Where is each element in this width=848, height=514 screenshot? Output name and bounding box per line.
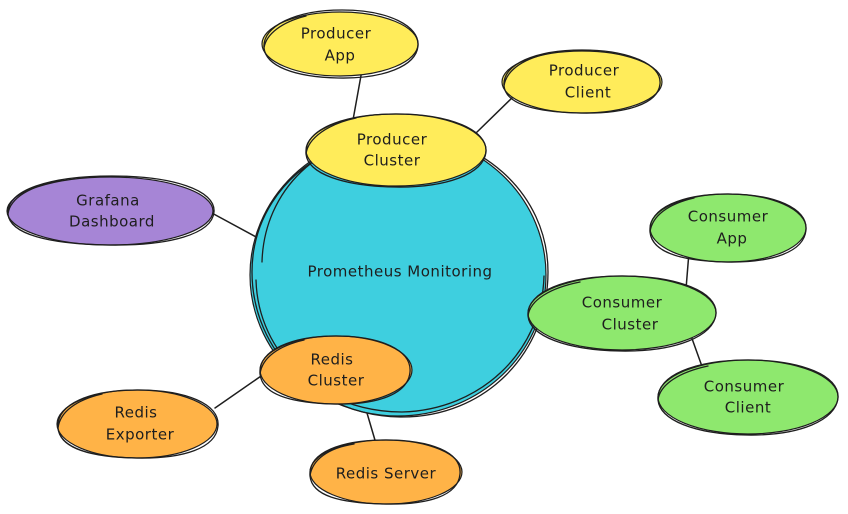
- producer-client-label-line-2: Client: [565, 84, 611, 102]
- producer-app-label-line-1: Producer: [301, 25, 372, 43]
- producer-app-sketch-outline: [263, 9, 419, 79]
- producer-client-label-line-1: Producer: [549, 62, 620, 80]
- producer-cluster-node[interactable]: Producer Cluster: [305, 113, 487, 188]
- consumer-cluster-shape: [527, 275, 717, 351]
- producer-cluster-label-line-1: Producer: [357, 131, 428, 149]
- consumer-app-label-line-2: App: [717, 230, 748, 248]
- consumer-app-label-line-1: Consumer: [688, 208, 769, 226]
- redis-server-label: Redis Server: [336, 465, 437, 483]
- redis-cluster-sketch-outline: [259, 335, 411, 405]
- producer-cluster-sketch-outline: [305, 113, 487, 188]
- consumer-client-shape: [657, 359, 839, 435]
- consumer-cluster-node[interactable]: Consumer Cluster: [527, 275, 717, 352]
- producer-cluster-label-line-2: Cluster: [364, 152, 421, 170]
- redis-exporter-sketch-outline: [57, 389, 219, 459]
- consumer-cluster-label-line-2: Cluster: [602, 316, 659, 334]
- edge-redis-exporter-to-redis-cluster: [214, 373, 265, 409]
- producer-app-node[interactable]: Producer App: [261, 9, 419, 79]
- redis-exporter-node[interactable]: Redis Exporter: [56, 389, 219, 459]
- consumer-client-sketch-outline: [657, 359, 839, 436]
- consumer-app-sketch-outline: [649, 193, 807, 263]
- producer-app-shape: [261, 11, 419, 77]
- edge-producer-app-to-producer-cluster: [352, 69, 363, 121]
- consumer-cluster-label-line-1: Consumer: [582, 294, 663, 312]
- grafana-dashboard-label-line-1: Grafana: [76, 192, 140, 210]
- edge-producer-client-to-producer-cluster: [475, 94, 516, 134]
- redis-cluster-label-line-1: Redis: [311, 351, 354, 369]
- consumer-app-shape: [649, 193, 807, 263]
- producer-client-sketch-outline: [503, 49, 661, 114]
- redis-cluster-node[interactable]: Redis Cluster: [259, 335, 413, 405]
- prometheus-monitoring-sketch-outline-2: [255, 275, 545, 413]
- consumer-client-label-line-2: Client: [725, 399, 771, 417]
- consumer-app-node[interactable]: Consumer App: [649, 193, 807, 263]
- redis-exporter-shape: [56, 389, 218, 459]
- consumer-client-node[interactable]: Consumer Client: [657, 359, 839, 436]
- grafana-dashboard-label-line-2: Dashboard: [69, 213, 155, 231]
- redis-exporter-label-line-2: Exporter: [106, 426, 175, 444]
- producer-app-label-line-2: App: [325, 47, 356, 65]
- redis-server-node[interactable]: Redis Server: [309, 439, 463, 505]
- grafana-dashboard-shape: [6, 176, 214, 246]
- redis-cluster-shape: [259, 335, 413, 405]
- redis-server-sketch-outline: [309, 439, 461, 505]
- redis-cluster-label-line-2: Cluster: [308, 372, 365, 390]
- consumer-cluster-sketch-outline: [527, 275, 717, 352]
- producer-client-node[interactable]: Producer Client: [501, 49, 663, 114]
- edge-grafana-to-prometheus: [209, 211, 259, 239]
- consumer-client-label-line-1: Consumer: [704, 378, 785, 396]
- grafana-dashboard-sketch-outline: [7, 175, 215, 246]
- grafana-dashboard-node[interactable]: Grafana Dashboard: [6, 175, 215, 246]
- prometheus-monitoring-label: Prometheus Monitoring: [307, 263, 492, 281]
- redis-exporter-label-line-1: Redis: [115, 404, 158, 422]
